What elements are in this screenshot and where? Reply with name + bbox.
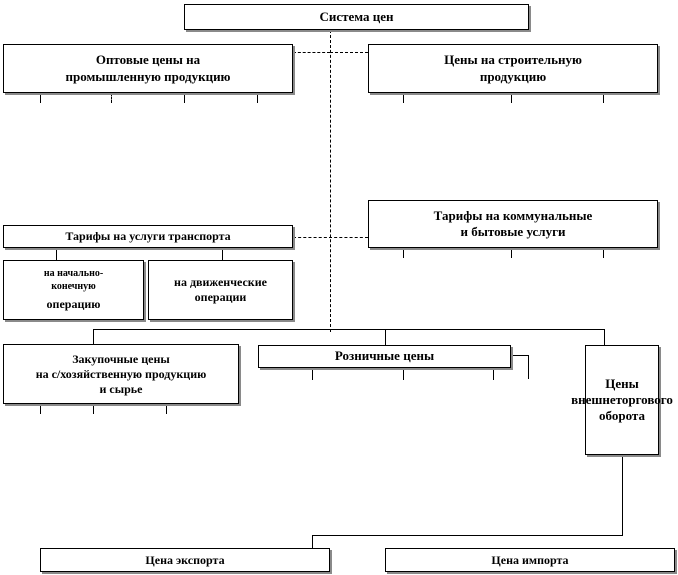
connector-foreign-down: [622, 455, 623, 535]
connector-retail-stub: [511, 355, 529, 356]
wholesale-prices-box: Оптовые цены на промышленную продукцию: [3, 44, 293, 93]
tick: [312, 368, 313, 380]
tick: [184, 93, 185, 103]
tick: [111, 93, 112, 103]
connector-transport-communal: [293, 237, 368, 238]
initial-final-label: на начально- конечную: [43, 268, 104, 292]
tick: [257, 93, 258, 103]
operation-label: операцию: [46, 297, 101, 311]
connector-bus-retail: [385, 329, 386, 345]
connector-bus-procurement: [93, 329, 94, 344]
tick: [166, 404, 167, 414]
root-box: Система цен: [184, 4, 529, 30]
retail-prices-box: Розничные цены: [258, 345, 511, 368]
connector-root-construction: [330, 52, 368, 53]
transport-tariffs-box: Тарифы на услуги транспорта: [3, 225, 293, 248]
construction-prices-box: Цены на строительную продукцию: [368, 44, 658, 93]
tick: [56, 248, 57, 260]
connector-bus-export: [312, 535, 313, 548]
procurement-prices-box: Закупочные цены на с/хозяйственную проду…: [3, 344, 239, 404]
connector-bus-foreign: [604, 329, 605, 345]
communal-tariffs-box: Тарифы на коммунальные и бытовые услуги: [368, 200, 658, 248]
connector-bottom-bus: [93, 329, 605, 330]
connector-export-import-bus: [312, 535, 623, 536]
center-dashed-trunk: [330, 30, 331, 332]
connector-retail-stub-down: [528, 355, 529, 379]
tick: [222, 248, 223, 260]
moving-operations-box: на движенческие операции: [148, 260, 293, 320]
tick: [511, 248, 512, 258]
export-price-box: Цена экспорта: [40, 548, 330, 572]
tick: [603, 93, 604, 103]
tick: [603, 248, 604, 258]
tick: [403, 248, 404, 258]
tick: [511, 93, 512, 103]
tick: [403, 368, 404, 380]
tick: [403, 93, 404, 103]
tick: [93, 404, 94, 414]
foreign-trade-prices-box: Цены внешнеторгового оборота: [571, 345, 673, 455]
initial-final-operation-box: на начально- конечную операцию: [3, 260, 144, 320]
tick: [40, 93, 41, 103]
import-price-box: Цена импорта: [385, 548, 675, 572]
tick: [40, 404, 41, 414]
tick: [493, 368, 494, 380]
connector-root-wholesale: [293, 52, 330, 53]
